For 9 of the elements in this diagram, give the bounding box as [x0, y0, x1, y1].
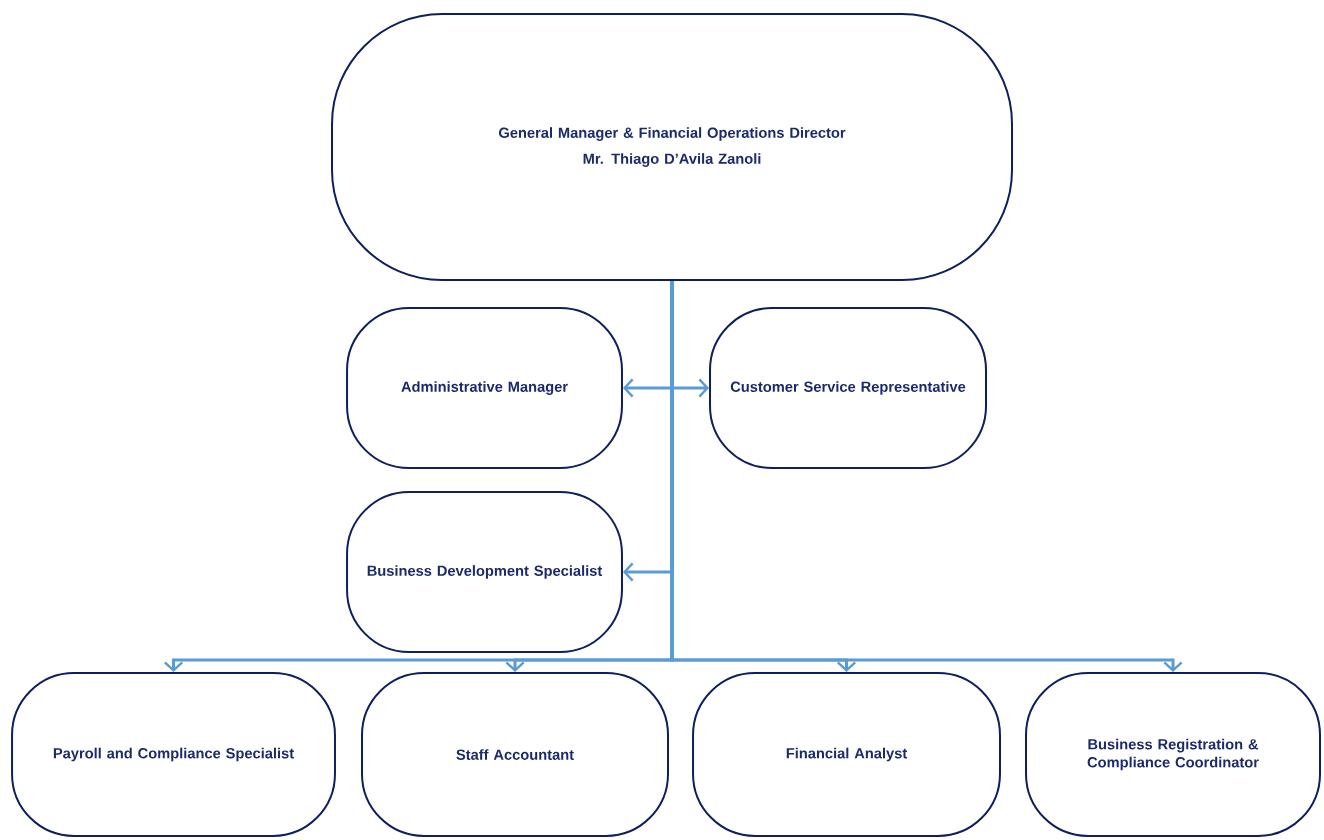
role-box: Payroll and Compliance Specialist — [11, 672, 336, 837]
role-box: Business Registration & Compliance Coordinator — [1025, 672, 1321, 837]
role-box: Staff Accountant — [361, 672, 669, 837]
role-box: Business Development Specialist — [346, 491, 623, 653]
role-box: General Manager & Financial Operations Director Mr. Thiago D’Avila Zanoli — [331, 13, 1013, 281]
arrow — [670, 281, 1183, 673]
role-box: Administrative Manager — [346, 307, 623, 469]
role-box: Financial Analyst — [692, 672, 1001, 837]
role-box: Customer Service Representative — [709, 307, 987, 469]
